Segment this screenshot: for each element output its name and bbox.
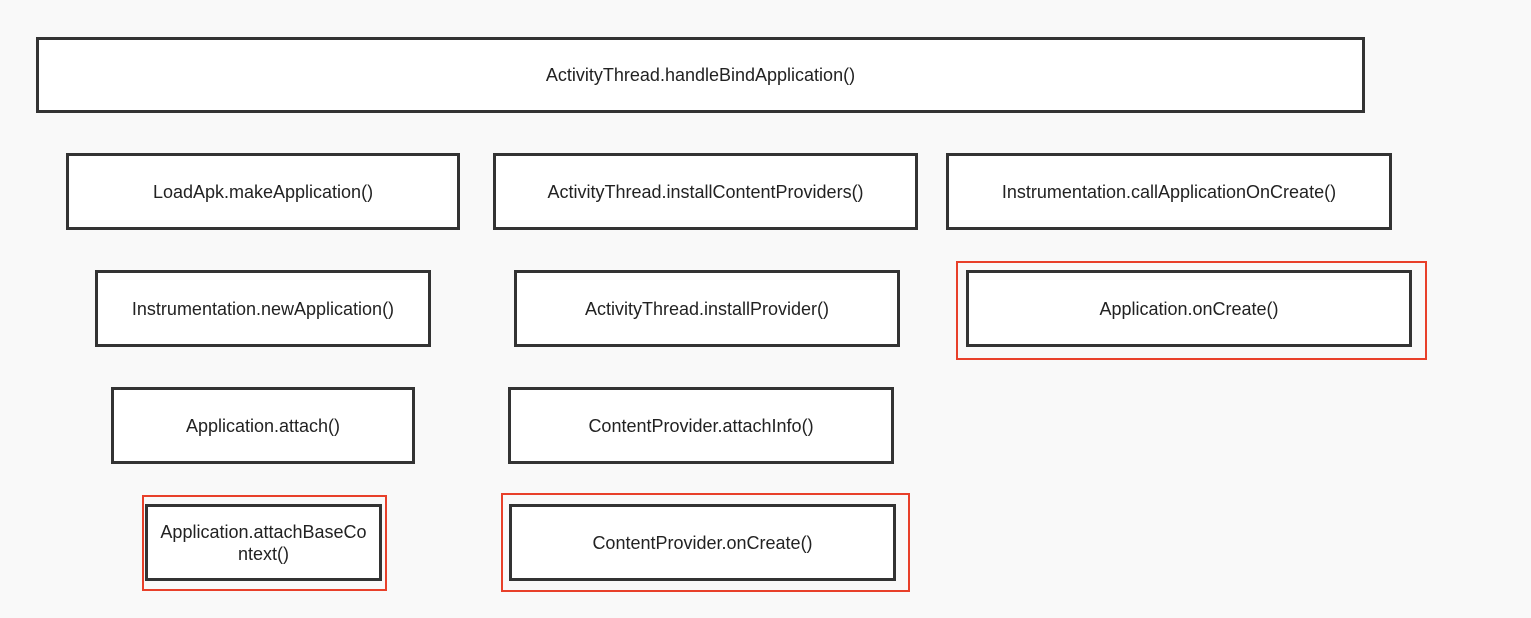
node-content-provider-attach-info: ContentProvider.attachInfo() [508, 387, 894, 464]
node-call-application-oncreate: Instrumentation.callApplicationOnCreate(… [946, 153, 1392, 230]
node-label: ActivityThread.installContentProviders() [547, 181, 864, 202]
node-label: Application.onCreate() [1099, 298, 1279, 319]
node-label: Instrumentation.callApplicationOnCreate(… [1001, 181, 1337, 202]
node-application-oncreate: Application.onCreate() [966, 270, 1412, 347]
node-handle-bind-application: ActivityThread.handleBindApplication() [36, 37, 1365, 113]
highlight-frame-content-provider-oncreate [501, 493, 910, 592]
node-label: ContentProvider.attachInfo() [588, 415, 814, 436]
node-make-application: LoadApk.makeApplication() [66, 153, 460, 230]
highlight-frame-application-oncreate [956, 261, 1427, 360]
node-content-provider-oncreate: ContentProvider.onCreate() [509, 504, 896, 581]
node-install-content-providers: ActivityThread.installContentProviders() [493, 153, 918, 230]
node-label: ActivityThread.installProvider() [584, 298, 830, 319]
node-label: Instrumentation.newApplication() [131, 298, 395, 319]
node-application-attach-base-context: Application.attachBaseContext() [145, 504, 382, 581]
node-label: Application.attachBaseContext() [160, 521, 367, 564]
node-application-attach: Application.attach() [111, 387, 415, 464]
node-label: Application.attach() [185, 415, 341, 436]
node-label: ContentProvider.onCreate() [592, 532, 813, 553]
highlight-frame-attach-base-context [142, 495, 387, 591]
node-label: LoadApk.makeApplication() [152, 181, 374, 202]
node-new-application: Instrumentation.newApplication() [95, 270, 431, 347]
node-install-provider: ActivityThread.installProvider() [514, 270, 900, 347]
node-label: ActivityThread.handleBindApplication() [545, 65, 856, 85]
